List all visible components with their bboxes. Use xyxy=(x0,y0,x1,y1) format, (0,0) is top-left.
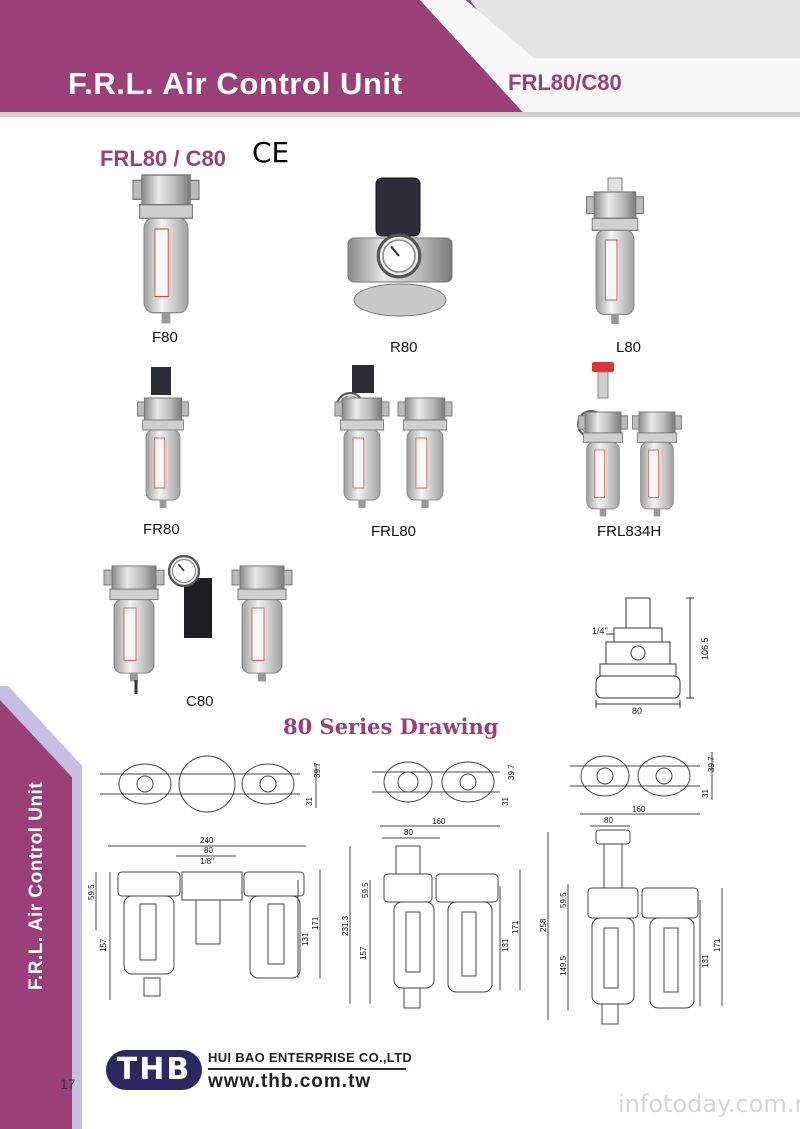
c80-image xyxy=(103,554,293,694)
drawing-view-3 xyxy=(547,752,723,1025)
product-label-frl834h: FRL834H xyxy=(597,523,662,540)
dim-v2-3: 59.5 xyxy=(361,882,370,898)
drawing-view-2 xyxy=(349,761,521,1009)
r80-image xyxy=(347,177,453,317)
dim-v2-8: 39.7 xyxy=(507,764,516,780)
dim-v2-6: 131 xyxy=(501,938,510,952)
company-rule xyxy=(208,1068,406,1070)
product-label-c80: C80 xyxy=(186,693,214,710)
sidebar-band xyxy=(0,700,72,1129)
brand-logo: THB xyxy=(106,1050,202,1090)
dim-v3-6: 131 xyxy=(701,954,710,968)
page-title: F.R.L. Air Control Unit xyxy=(68,66,403,101)
dim-v3-8: 39.7 xyxy=(707,756,716,772)
watermark: infotoday.com.my xyxy=(618,1090,800,1118)
dim-v1-1: 240 xyxy=(200,836,214,845)
dim-v2-9: 31 xyxy=(501,797,510,806)
dim-v1-6: 131 xyxy=(301,932,310,946)
dim-v3-9: 31 xyxy=(701,789,710,798)
drawing-heading: 80 Series Drawing xyxy=(283,714,499,739)
company-name: HUI BAO ENTERPRISE CO.,LTD xyxy=(208,1050,413,1065)
section-heading: FRL80 / C80 xyxy=(100,146,226,171)
l80-image xyxy=(585,177,645,325)
dim-v3-7: 171 xyxy=(713,938,722,952)
dim-width: 80 xyxy=(632,706,642,716)
dim-v3-5: 149.5 xyxy=(559,955,568,976)
dim-v3-3: 258 xyxy=(539,918,548,932)
dim-height: 106.5 xyxy=(700,637,710,660)
dim-v2-1: 160 xyxy=(432,817,446,826)
page-number: 17 xyxy=(60,1076,76,1092)
dim-v1-3: 1/8" xyxy=(200,857,214,866)
dim-v2-5: 157 xyxy=(359,946,368,960)
dim-v1-9: 31 xyxy=(305,797,314,806)
dim-v3-4: 59.5 xyxy=(559,892,568,908)
dim-v1-8: 39.7 xyxy=(313,762,322,778)
dim-v2-2: 80 xyxy=(404,828,413,837)
dim-v1-4: 59.5 xyxy=(87,884,96,900)
product-label-f80: F80 xyxy=(152,329,178,346)
small-unit-drawing xyxy=(595,597,694,708)
drawing-view-1 xyxy=(95,755,321,1000)
dim-v1-7: 171 xyxy=(311,916,320,930)
ce-mark-icon: CE xyxy=(252,136,290,169)
product-label-l80: L80 xyxy=(616,339,642,356)
dim-v2-7: 171 xyxy=(511,920,520,934)
dim-v1-2: 80 xyxy=(204,846,213,855)
model-code: FRL80/C80 xyxy=(508,70,622,95)
frl834h-image xyxy=(577,362,683,517)
header-rule xyxy=(0,112,800,117)
dim-v1-5: 157 xyxy=(99,938,108,952)
product-label-frl80: FRL80 xyxy=(371,523,417,540)
frl80-image xyxy=(334,365,453,509)
product-label-r80: R80 xyxy=(390,339,418,356)
product-label-fr80: FR80 xyxy=(143,521,180,538)
dim-v3-2: 80 xyxy=(604,816,613,825)
fr80-image xyxy=(137,367,189,509)
dim-port: 1/4" xyxy=(592,626,608,636)
website-link[interactable]: www.thb.com.tw xyxy=(208,1071,372,1092)
dim-v2-4: 231.3 xyxy=(341,915,350,936)
dim-v3-1: 160 xyxy=(632,805,646,814)
